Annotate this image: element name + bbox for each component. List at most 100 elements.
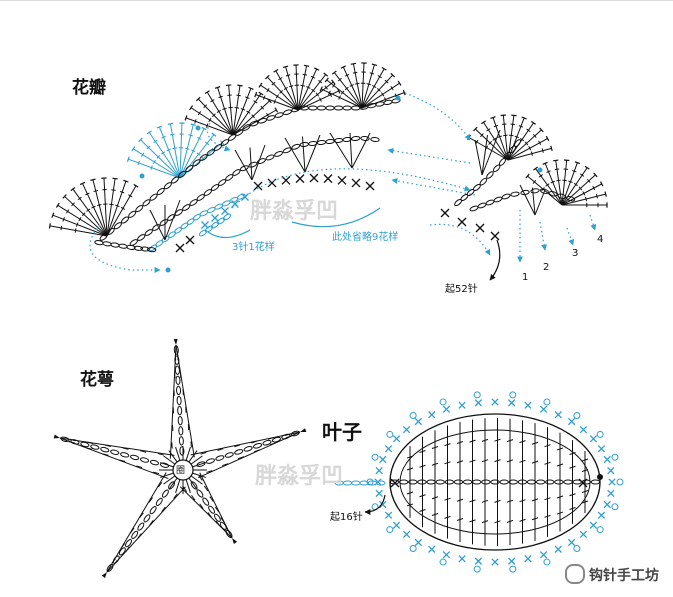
chain-stitch xyxy=(291,143,301,150)
leaf-border-sc xyxy=(567,417,576,426)
chain-stitch xyxy=(198,229,208,237)
chain-stitch xyxy=(481,479,491,485)
ring-spoke xyxy=(160,462,174,468)
stitch-bar xyxy=(530,151,533,156)
stitch-bar xyxy=(556,495,564,499)
leaf-border-sc xyxy=(507,399,516,407)
stitch-top xyxy=(371,63,378,67)
leaf-end-sc xyxy=(578,478,588,488)
ring-spoke xyxy=(190,475,203,485)
stitch-bar xyxy=(578,186,583,191)
stitch-bar xyxy=(519,499,526,503)
row-number-2: 2 xyxy=(543,262,550,273)
x-stroke xyxy=(567,538,576,547)
leaf-border-sc xyxy=(392,435,401,443)
x-stroke xyxy=(221,207,229,215)
chain-stitch xyxy=(485,199,495,206)
chain-stitch xyxy=(99,233,108,241)
stitch-stroke xyxy=(507,138,548,161)
chain-stitch xyxy=(299,141,309,148)
stitch-bar xyxy=(406,503,414,507)
stitch-stroke xyxy=(158,126,181,179)
leaf-column xyxy=(544,427,551,537)
stitch-top xyxy=(593,172,598,178)
stitch-bar xyxy=(337,77,342,82)
stitch-stroke xyxy=(232,109,277,136)
leaf-border-sc xyxy=(474,557,483,565)
slip-stitch-dot xyxy=(139,173,145,179)
stitch-bar xyxy=(173,493,178,499)
picot xyxy=(509,565,517,573)
stitch-stroke xyxy=(297,81,334,111)
stitch-bar xyxy=(497,135,502,138)
foundation-sc xyxy=(309,173,319,183)
slip-stitch-dot xyxy=(597,474,603,480)
leaf-border-sc xyxy=(597,511,606,519)
leaf-border-sc xyxy=(579,425,588,434)
stitch-bar xyxy=(431,496,439,500)
x-stroke xyxy=(567,417,576,426)
stitch-bar xyxy=(406,467,414,471)
stitch-bar xyxy=(170,133,175,136)
stitch-bar xyxy=(315,92,320,97)
picot xyxy=(596,526,604,534)
chain-stitch xyxy=(80,441,90,448)
stitch-stroke xyxy=(103,178,108,237)
stitch-stroke xyxy=(179,486,233,539)
ring-spoke xyxy=(192,472,206,478)
chain-stitch xyxy=(137,522,145,531)
stitch-stroke xyxy=(260,84,299,111)
repeat-sc xyxy=(211,214,219,222)
chain-stitch xyxy=(178,170,187,178)
chain-stitch xyxy=(376,480,386,486)
stitch-bar xyxy=(136,465,143,469)
leaf-chart xyxy=(334,391,624,573)
x-stroke xyxy=(414,417,423,426)
stitch-stroke xyxy=(255,94,299,111)
stitch-bar xyxy=(240,108,246,111)
stitch-bar xyxy=(273,99,276,104)
chain-stitch xyxy=(490,479,500,485)
leaf-border-sc xyxy=(375,466,383,475)
stitch-top xyxy=(599,181,604,187)
chain-stitch xyxy=(499,479,509,485)
chain-stitch xyxy=(444,479,455,485)
petal-shell-5 xyxy=(319,62,406,109)
stitch-bar xyxy=(157,453,164,456)
leaf-column xyxy=(469,419,476,545)
leaf-border-sc xyxy=(458,555,466,563)
leaf-column xyxy=(419,436,426,528)
v-stitch-group xyxy=(284,134,321,173)
chain-stitch xyxy=(232,169,241,176)
stitch-bar xyxy=(327,90,331,95)
x-stroke xyxy=(375,489,383,498)
chain-stitch xyxy=(351,135,361,142)
stitch-stroke xyxy=(361,68,385,109)
stitch-stroke xyxy=(179,124,194,179)
chain-stitch xyxy=(118,547,126,556)
stitch-bar xyxy=(102,453,109,456)
chain-stitch xyxy=(106,227,115,235)
x-stroke xyxy=(351,178,361,188)
ring-spoke xyxy=(188,477,198,490)
chain-stitch xyxy=(435,479,445,485)
stitch-top xyxy=(490,116,496,120)
chain-stitch xyxy=(146,247,157,253)
stitch-bar xyxy=(508,134,514,137)
stitch-bar xyxy=(209,496,214,502)
leaf-column xyxy=(431,430,439,534)
stitch-bar xyxy=(419,450,426,453)
stitch-bar xyxy=(222,107,227,111)
stitch-bar xyxy=(215,520,221,527)
calyx-point-1 xyxy=(169,338,195,459)
stitch-bar xyxy=(376,88,381,92)
stitch-bar xyxy=(381,92,385,97)
v-stitch-group xyxy=(519,184,546,216)
chain-stitch xyxy=(174,365,180,375)
stitch-stroke xyxy=(544,163,563,206)
stitch-bar xyxy=(493,124,499,128)
stitch-top xyxy=(564,159,570,162)
x-stroke xyxy=(428,411,436,419)
chain-stitch xyxy=(170,176,180,184)
